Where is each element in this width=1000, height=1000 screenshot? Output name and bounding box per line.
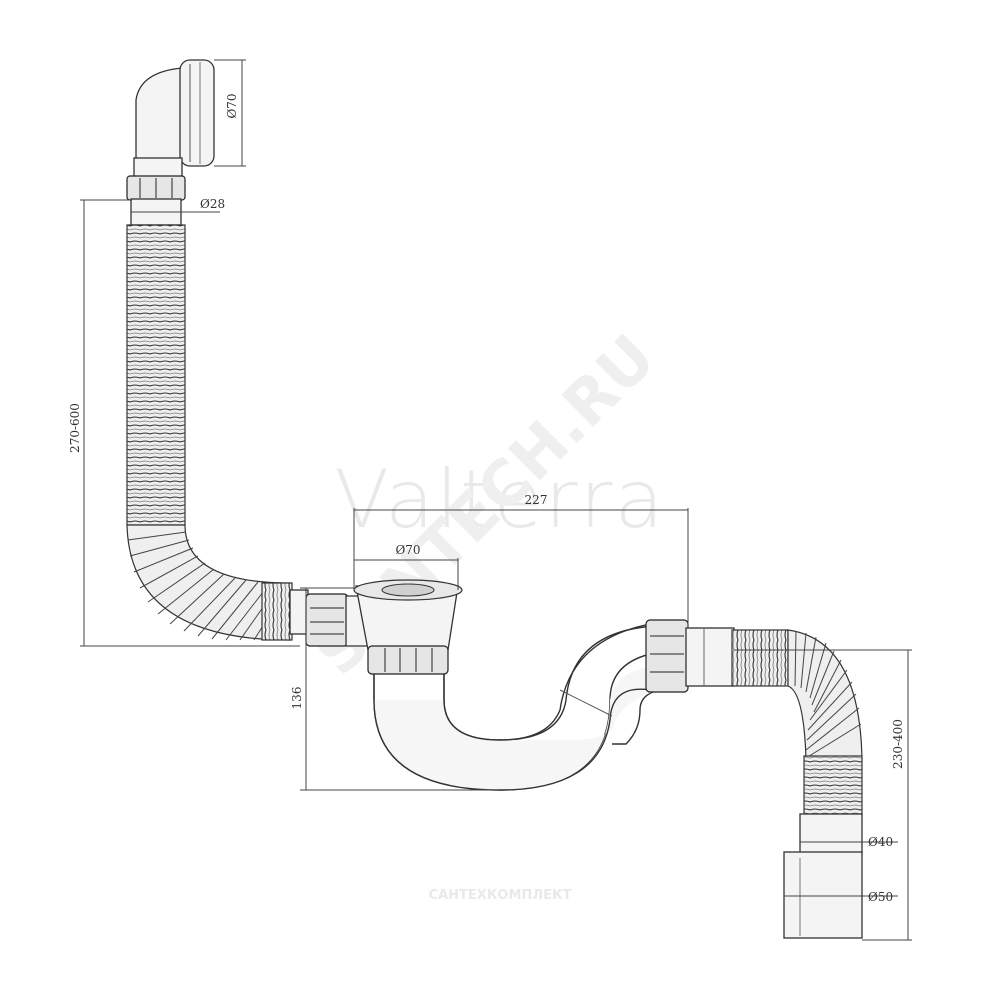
dim-drain-head-diameter: Ø70 xyxy=(395,543,420,557)
dim-outlet-hose-length: 230-400 xyxy=(891,719,905,769)
dim-outlet-diameter-large: Ø50 xyxy=(868,890,893,904)
dimension-labels: Ø70 Ø28 270-600 227 Ø70 136 230-400 Ø40 … xyxy=(68,93,905,904)
overflow-head xyxy=(126,59,215,226)
outlet-hose xyxy=(731,629,863,939)
dim-outlet-diameter-small: Ø40 xyxy=(868,835,893,849)
watermark-brand: Valterra xyxy=(334,453,665,546)
dim-overflow-head-diameter: Ø70 xyxy=(225,93,239,118)
drain-outlet xyxy=(305,579,463,675)
dim-overflow-hose-length: 270-600 xyxy=(68,403,82,453)
watermark-footer: САНТЕХКОМПЛЕКТ xyxy=(429,888,572,903)
dim-drain-offset: 227 xyxy=(525,493,548,507)
dim-trap-height: 136 xyxy=(290,687,304,710)
overflow-hose xyxy=(126,224,309,641)
dim-overflow-pipe-diameter: Ø28 xyxy=(200,197,225,211)
dimension-lines xyxy=(80,59,912,941)
